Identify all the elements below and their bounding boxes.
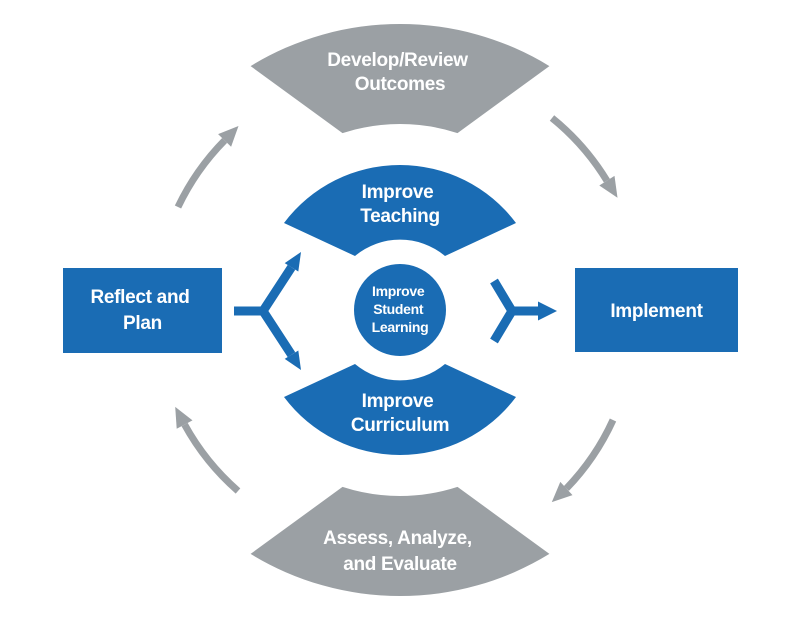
cycle-arrow-bottom-right-shaft <box>563 418 617 491</box>
label-line: Develop/Review <box>327 50 468 71</box>
cycle-arrow-top-right-head <box>599 175 618 198</box>
label-line: Student <box>373 301 424 317</box>
label-line: Assess, Analyze, <box>323 528 472 549</box>
label-line: Implement <box>610 301 703 322</box>
cycle-arrow-top-right-icon <box>549 115 618 198</box>
assess-analyze-evaluate-label: Assess, Analyze, and Evaluate <box>323 528 477 575</box>
cycle-arrow-bottom-left-head <box>175 406 193 429</box>
improve-teaching-segment <box>284 165 516 256</box>
split-arrow-icon <box>234 252 301 370</box>
merge-arrow-shaft <box>490 278 538 344</box>
reflect-and-plan-label: Reflect and Plan <box>90 287 194 334</box>
split-arrow-shaft <box>234 264 296 358</box>
cycle-arrow-bottom-left-shaft <box>181 422 241 494</box>
label-line: Improve <box>362 391 434 412</box>
split-arrow-down-head <box>284 350 301 370</box>
label-line: Improve <box>362 182 434 203</box>
implement-label: Implement <box>610 301 703 322</box>
improve-teaching-label: Improve Teaching <box>360 182 440 227</box>
label-line: Curriculum <box>351 415 449 436</box>
merge-arrow-icon <box>490 278 557 344</box>
label-line: and Evaluate <box>343 554 457 575</box>
develop-review-outcomes-label: Develop/Review Outcomes <box>327 50 472 95</box>
improve-curriculum-label: Improve Curriculum <box>351 391 449 436</box>
improve-student-learning-circle <box>354 264 446 356</box>
merge-arrow-head <box>538 301 557 321</box>
improve-student-learning-label: Improve Student Learning <box>372 283 429 335</box>
cycle-arrow-top-left-shaft <box>174 137 228 209</box>
label-line: Teaching <box>360 206 440 227</box>
cycle-arrow-bottom-right-icon <box>551 418 617 503</box>
label-line: Reflect and <box>90 287 189 308</box>
implement-box <box>575 268 738 352</box>
cycle-arrow-bottom-left-icon <box>175 406 241 494</box>
label-line: Plan <box>123 313 162 334</box>
cycle-arrow-top-right-shaft <box>549 115 610 183</box>
cycle-arrow-top-left-head <box>218 126 239 147</box>
assess-analyze-evaluate-segment <box>250 486 550 597</box>
label-line: Outcomes <box>355 74 446 95</box>
split-arrow-up-head <box>284 252 301 272</box>
cycle-arrow-bottom-right-head <box>551 481 573 503</box>
reflect-and-plan-box <box>63 268 222 353</box>
improve-curriculum-segment <box>284 364 516 456</box>
develop-review-outcomes-segment <box>250 23 550 134</box>
label-line: Learning <box>372 319 429 335</box>
cycle-arrow-top-left-icon <box>174 126 239 209</box>
label-line: Improve <box>372 283 425 299</box>
